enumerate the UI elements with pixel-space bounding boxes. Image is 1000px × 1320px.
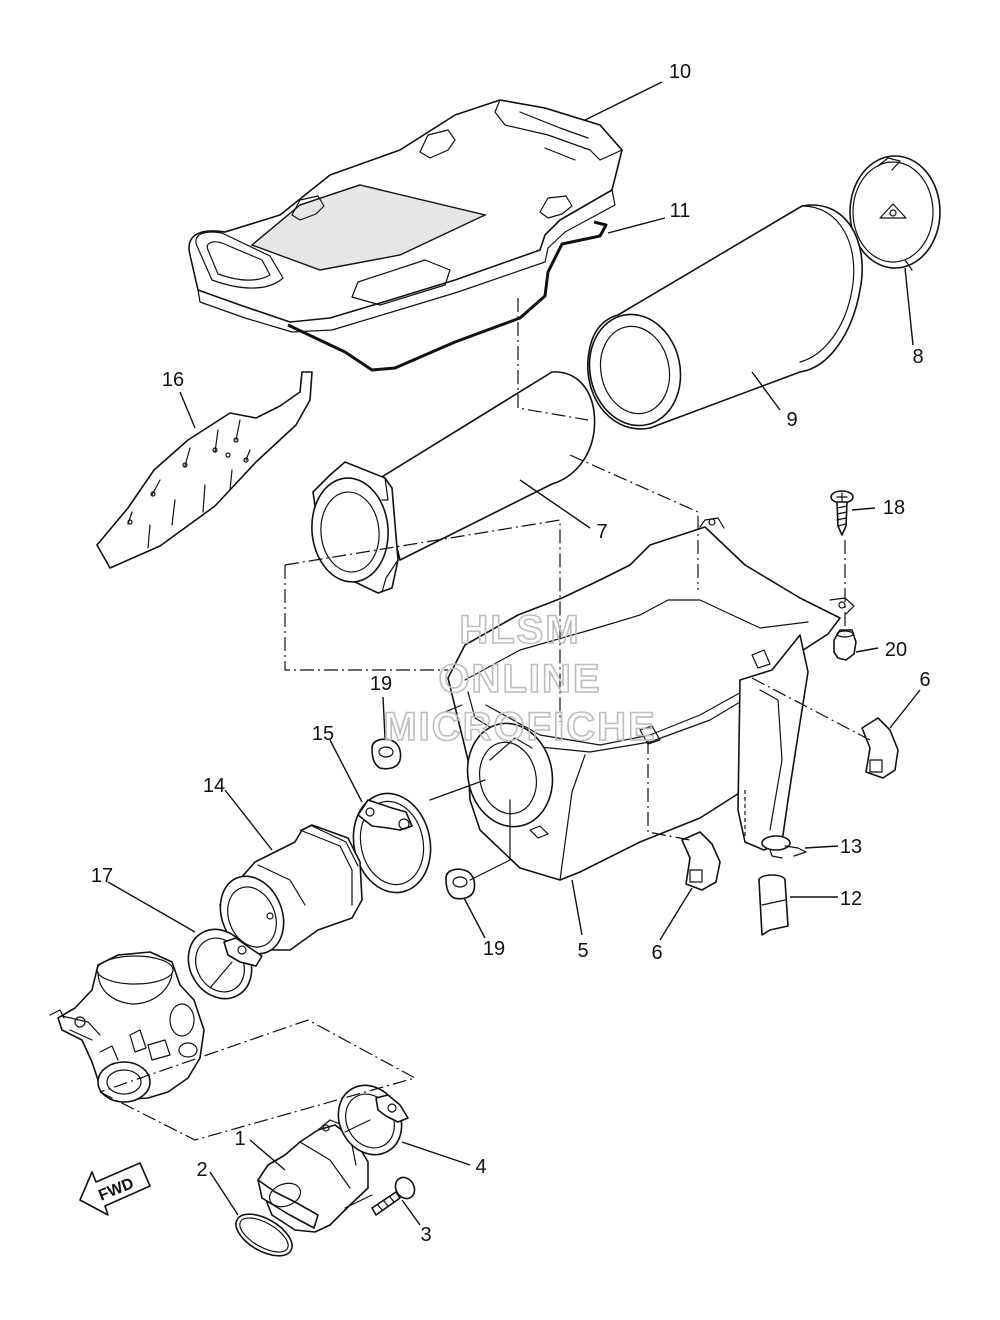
callout-13: 13 [840,836,862,858]
callout-17: 17 [91,865,113,887]
callout-19-lower: 19 [483,938,505,960]
part-20-grommet[interactable] [833,629,857,661]
callout-7: 7 [596,521,607,543]
callout-6-right: 6 [919,669,930,691]
callout-12: 12 [840,888,862,910]
callout-15: 15 [312,723,334,745]
callout-5: 5 [577,940,588,962]
watermark-line1: HLSM [459,608,580,652]
callout-3: 3 [420,1224,431,1246]
assembly-lines [99,298,871,1209]
part-5-airbox-case[interactable] [447,517,855,881]
part-19-grommet-upper[interactable] [371,738,402,770]
part-17-clamp[interactable] [176,918,264,1010]
watermark-line3: MICROFICHE [383,705,656,749]
leader-lines [107,81,921,1226]
callout-10: 10 [669,61,691,83]
part-8-filter-cap[interactable] [849,155,941,271]
part-13-spring-clip[interactable] [761,835,807,859]
part-15-hose-clamp[interactable] [344,786,439,900]
callout-14: 14 [203,775,225,797]
part-19-grommet-lower[interactable] [445,868,476,900]
watermark: HLSM ONLINE MICROFICHE [383,607,656,750]
part-2-o-ring[interactable] [229,1206,299,1265]
part-16-heat-shield[interactable] [96,371,313,569]
callout-labels: 10 11 8 9 16 18 7 20 6 19 15 14 13 17 12… [91,61,931,1246]
callout-8: 8 [912,346,923,368]
part-1-carburetor-joint[interactable] [257,1119,369,1233]
part-11-cover-seal[interactable] [287,220,608,372]
carburetor-assembly [49,951,205,1103]
callout-16: 16 [162,369,184,391]
callout-1: 1 [234,1128,245,1150]
part-9-filter-element[interactable] [579,204,863,434]
part-12-drain-tube[interactable] [758,874,789,936]
fwd-direction-arrow: FWD [79,1162,151,1216]
callout-19-upper: 19 [370,673,392,695]
part-14-filter-joint[interactable] [209,824,363,963]
part-10-airbox-cover[interactable] [188,99,623,333]
callout-11: 11 [670,200,691,222]
callout-2: 2 [196,1159,207,1181]
part-7-filter-guide[interactable] [308,371,596,594]
watermark-line2: ONLINE [438,657,601,701]
callout-9: 9 [786,409,797,431]
callout-4: 4 [475,1156,486,1178]
part-6-clip-lower[interactable] [681,831,721,891]
part-18-screw[interactable] [830,490,854,536]
part-3-bolt[interactable] [371,1174,418,1216]
callout-20: 20 [885,639,907,661]
part-6-clip-right[interactable] [861,717,899,779]
callout-6-lower: 6 [651,942,662,964]
callout-18: 18 [883,497,905,519]
